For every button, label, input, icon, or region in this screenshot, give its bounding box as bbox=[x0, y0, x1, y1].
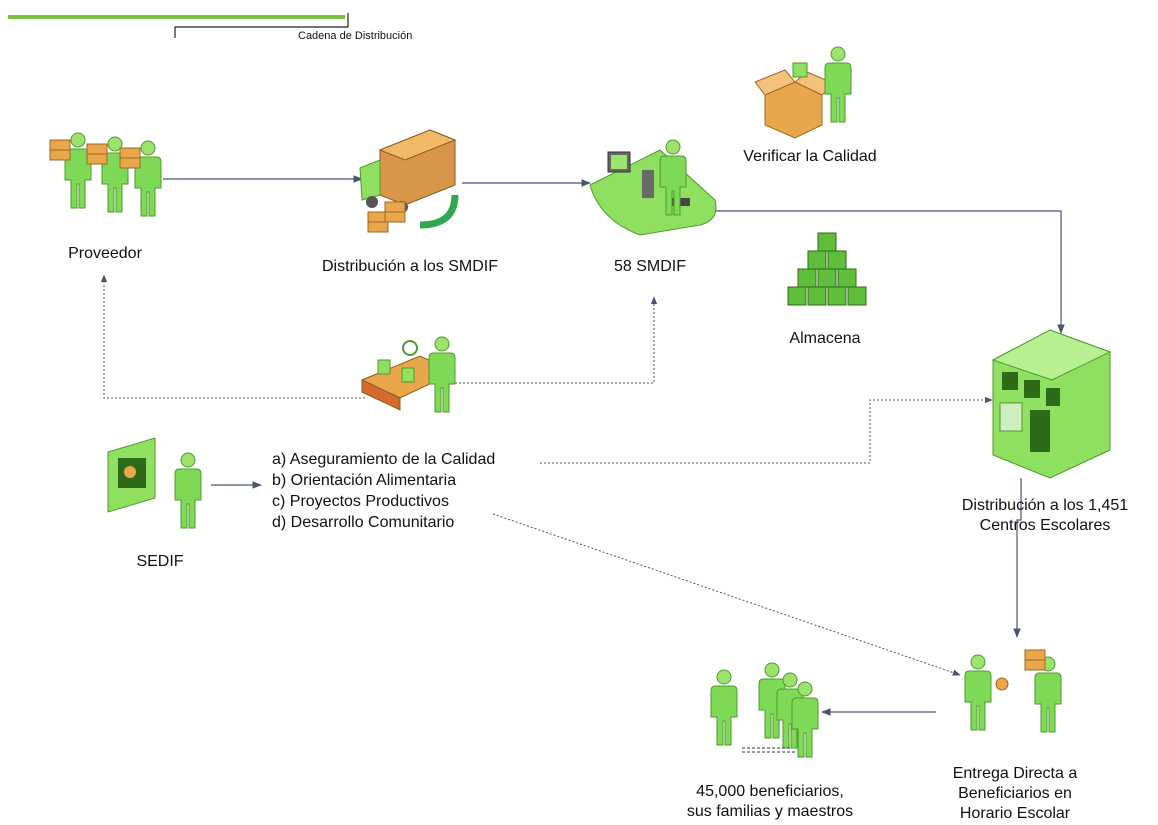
node-label-centros-line2: Centros Escolares bbox=[979, 517, 1111, 534]
worker-with-boxes-icon bbox=[964, 649, 1062, 733]
building-icon bbox=[991, 329, 1112, 479]
stacked-crates-icon bbox=[787, 232, 867, 306]
arrow-building-to-entrega bbox=[1013, 478, 1022, 638]
node-label-verificar: Verificar la Calidad bbox=[743, 148, 877, 165]
dotted-inspection-to-smdif bbox=[455, 296, 658, 384]
people-group-icon bbox=[710, 662, 819, 758]
dotted-connectors bbox=[100, 274, 993, 676]
node-label-entrega: Entrega Directa a Beneficiarios en Horar… bbox=[920, 764, 1110, 824]
arrow-smdif-to-building bbox=[705, 210, 1065, 334]
node-label-smdif: 58 SMDIF bbox=[613, 258, 686, 275]
node-label-proveedor: Proveedor bbox=[68, 245, 142, 262]
list-item: b) Orientación Alimentaria bbox=[272, 472, 457, 489]
page-title: Cadena de Distribución bbox=[298, 30, 413, 42]
computer-desk-icon bbox=[589, 139, 717, 236]
solid-connectors bbox=[163, 175, 1065, 716]
conveyor-inspection-icon bbox=[360, 336, 457, 413]
list-item: a) Aseguramiento de la Calidad bbox=[272, 451, 496, 468]
node-label-centros-line1: Distribución a los 1,451 bbox=[961, 497, 1129, 514]
dotted-actions-to-entrega bbox=[492, 513, 961, 676]
list-item: d) Desarrollo Comunitario bbox=[272, 514, 455, 531]
node-label-centros: Distribución a los 1,451 Centros Escolar… bbox=[940, 496, 1150, 536]
node-label-entrega-line3: Horario Escolar bbox=[959, 805, 1071, 822]
worker-with-boxes-icon bbox=[49, 132, 162, 217]
presentation-board-icon bbox=[107, 437, 202, 529]
dotted-actions-to-building bbox=[540, 396, 993, 464]
node-label-beneficiarios-line2: sus familias y maestros bbox=[686, 803, 854, 820]
node-label-entrega-line2: Beneficiarios en bbox=[958, 785, 1072, 802]
truck-icon bbox=[359, 129, 459, 233]
node-label-beneficiarios: 45,000 beneficiarios, sus familias y mae… bbox=[660, 782, 880, 822]
node-label-entrega-line1: Entrega Directa a bbox=[952, 765, 1078, 782]
dotted-inspection-to-proveedor bbox=[100, 274, 365, 399]
node-label-almacena: Almacena bbox=[789, 330, 861, 347]
node-label-beneficiarios-line1: 45,000 beneficiarios, bbox=[696, 783, 844, 800]
header-bracket bbox=[174, 13, 349, 38]
list-item: c) Proyectos Productivos bbox=[272, 493, 449, 510]
node-label-sedif: SEDIF bbox=[136, 553, 184, 570]
sedif-actions-list: a) Aseguramiento de la Calidad b) Orient… bbox=[272, 449, 495, 533]
node-label-distribucion-smdif: Distribución a los SMDIF bbox=[321, 258, 499, 275]
open-box-icon bbox=[754, 46, 852, 139]
